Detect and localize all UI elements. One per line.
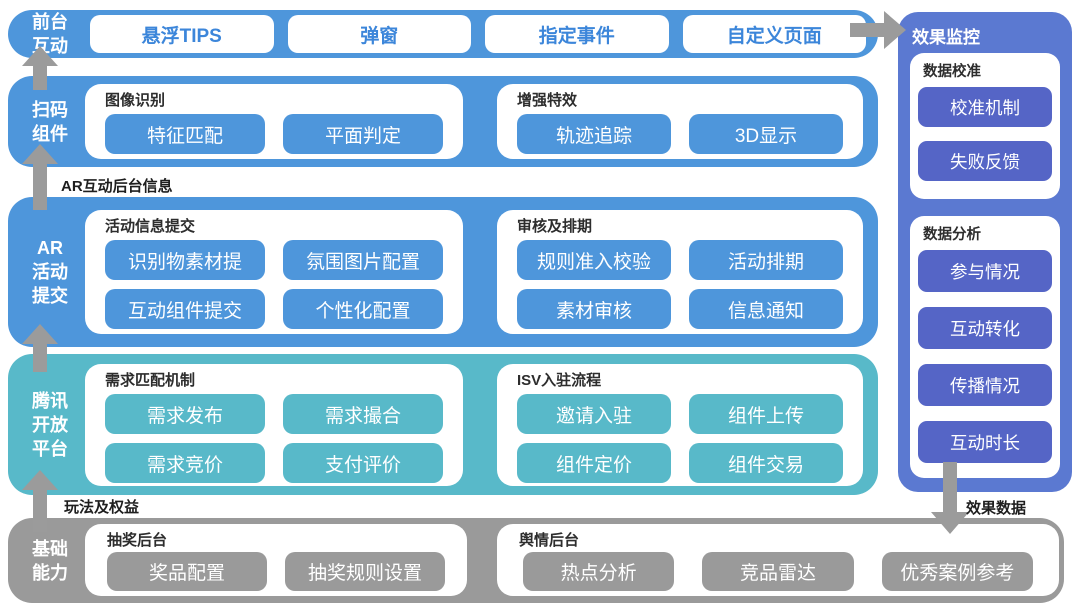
column-effect-monitoring: 效果监控 数据校准 校准机制 失败反馈 数据分析 参与情况 互动转化 传播情况 … [898, 12, 1072, 492]
row-tencent-open-platform: 腾讯 开放 平台 需求匹配机制 需求发布 需求撮合 需求竞价 支付评价 ISV入… [8, 354, 878, 495]
arrow-label-ar-backend-info: AR互动后台信息 [61, 178, 173, 195]
panel-title: 活动信息提交 [105, 218, 196, 235]
node-lottery-rules: 抽奖规则设置 [285, 552, 445, 591]
node-trajectory-tracking: 轨迹追踪 [517, 114, 671, 154]
panel-isv-onboarding: ISV入驻流程 邀请入驻 组件上传 组件定价 组件交易 [497, 364, 863, 486]
node-demand-bidding: 需求竞价 [105, 443, 265, 483]
row-label-scan-component: 扫码 组件 [10, 98, 90, 146]
panel-title: 抽奖后台 [107, 532, 168, 549]
node-interactive-component-submit: 互动组件提交 [105, 289, 265, 329]
pill-grid: 热点分析 竞品雷达 优秀案例参考 [519, 552, 1037, 591]
node-component-pricing: 组件定价 [517, 443, 671, 483]
row-label-line: 活动 [32, 262, 68, 282]
panel-title: 数据分析 [923, 227, 981, 243]
panel-title: 审核及排期 [517, 218, 593, 235]
node-competitor-radar: 竞品雷达 [702, 552, 854, 591]
panel-title: 数据校准 [923, 64, 981, 80]
panel-lottery-backend: 抽奖后台 奖品配置 抽奖规则设置 [85, 524, 467, 596]
node-rule-admission-check: 规则准入校验 [517, 240, 671, 280]
panel-enhanced-effects: 增强特效 轨迹追踪 3D显示 [497, 84, 863, 159]
panel-demand-matching: 需求匹配机制 需求发布 需求撮合 需求竞价 支付评价 [85, 364, 463, 486]
panel-review-scheduling: 审核及排期 规则准入校验 活动排期 素材审核 信息通知 [497, 210, 863, 334]
pill-grid: 奖品配置 抽奖规则设置 [107, 552, 445, 591]
node-payment-evaluation: 支付评价 [283, 443, 443, 483]
node-floating-tips: 悬浮TIPS [90, 15, 274, 53]
node-invite-onboard: 邀请入驻 [517, 394, 671, 434]
node-popup: 弹窗 [287, 15, 471, 53]
row-label-line: 能力 [32, 562, 68, 583]
row-label-line: 互动 [32, 36, 68, 56]
row-label-line: 腾讯 [32, 390, 68, 411]
panel-image-recognition: 图像识别 特征匹配 平面判定 [85, 84, 463, 159]
row-label-basic-capability: 基础 能力 [10, 537, 90, 585]
node-material-review: 素材审核 [517, 289, 671, 329]
row-label-ar-activity-submit: AR 活动 提交 [10, 236, 90, 308]
front-interaction-pills: 悬浮TIPS 弹窗 指定事件 自定义页面 [90, 15, 866, 53]
arrow-label-effect-data: 效果数据 [966, 500, 1027, 517]
node-best-case-reference: 优秀案例参考 [881, 552, 1033, 591]
node-custom-page: 自定义页面 [682, 15, 866, 53]
panel-data-calibration: 数据校准 校准机制 失败反馈 [910, 53, 1060, 199]
panel-title: 舆情后台 [519, 532, 580, 549]
pill-grid: 邀请入驻 组件上传 组件定价 组件交易 [517, 394, 843, 483]
panel-title: 需求匹配机制 [105, 372, 196, 389]
node-demand-matchmaking: 需求撮合 [283, 394, 443, 434]
pill-grid: 特征匹配 平面判定 [105, 114, 443, 154]
row-label-line: 平台 [32, 438, 68, 459]
row-scan-component: 扫码 组件 图像识别 特征匹配 平面判定 增强特效 轨迹追踪 3D显示 [8, 76, 878, 167]
node-spread: 传播情况 [918, 364, 1052, 406]
node-specified-event: 指定事件 [485, 15, 669, 53]
row-label-line: 前台 [32, 12, 68, 32]
node-interaction-conversion: 互动转化 [918, 307, 1052, 349]
row-label-line: 开放 [32, 414, 68, 435]
node-hotspot-analysis: 热点分析 [523, 552, 675, 591]
node-recognition-material: 识别物素材提 [105, 240, 265, 280]
row-label-tencent-open-platform: 腾讯 开放 平台 [10, 389, 90, 461]
node-info-notification: 信息通知 [689, 289, 843, 329]
node-demand-publish: 需求发布 [105, 394, 265, 434]
row-label-line: 组件 [32, 123, 68, 144]
node-participation: 参与情况 [918, 250, 1052, 292]
arrow-label-play-rights: 玩法及权益 [64, 499, 140, 516]
panel-title: 图像识别 [105, 92, 166, 109]
node-personalization-config: 个性化配置 [283, 289, 443, 329]
panel-title: ISV入驻流程 [517, 372, 602, 389]
node-failure-feedback: 失败反馈 [918, 141, 1052, 181]
node-calibration-mechanism: 校准机制 [918, 87, 1052, 127]
row-label-front-interaction: 前台 互动 [10, 10, 90, 58]
pill-grid: 识别物素材提 氛围图片配置 互动组件提交 个性化配置 [105, 240, 443, 329]
row-label-line: AR [37, 238, 63, 258]
row-basic-capability: 基础 能力 抽奖后台 奖品配置 抽奖规则设置 舆情后台 热点分析 竞品雷达 优秀… [8, 518, 1064, 603]
node-prize-config: 奖品配置 [107, 552, 267, 591]
pill-grid: 需求发布 需求撮合 需求竞价 支付评价 [105, 394, 443, 483]
pill-grid: 轨迹追踪 3D显示 [517, 114, 843, 154]
row-label-line: 扫码 [32, 99, 68, 120]
row-ar-activity-submit: AR 活动 提交 活动信息提交 识别物素材提 氛围图片配置 互动组件提交 个性化… [8, 197, 878, 347]
pill-grid: 规则准入校验 活动排期 素材审核 信息通知 [517, 240, 843, 329]
panel-data-analysis: 数据分析 参与情况 互动转化 传播情况 互动时长 [910, 216, 1060, 478]
node-atmosphere-image-config: 氛围图片配置 [283, 240, 443, 280]
node-3d-display: 3D显示 [689, 114, 843, 154]
node-feature-matching: 特征匹配 [105, 114, 265, 154]
panel-activity-info-submit: 活动信息提交 识别物素材提 氛围图片配置 互动组件提交 个性化配置 [85, 210, 463, 334]
node-component-trading: 组件交易 [689, 443, 843, 483]
node-activity-scheduling: 活动排期 [689, 240, 843, 280]
panel-sentiment-backend: 舆情后台 热点分析 竞品雷达 优秀案例参考 [497, 524, 1059, 596]
panel-title: 增强特效 [517, 92, 578, 109]
row-label-line: 基础 [32, 538, 68, 559]
node-plane-detection: 平面判定 [283, 114, 443, 154]
effect-monitoring-title: 效果监控 [912, 28, 980, 47]
row-front-interaction: 前台 互动 悬浮TIPS 弹窗 指定事件 自定义页面 [8, 10, 878, 58]
node-component-upload: 组件上传 [689, 394, 843, 434]
node-interaction-duration: 互动时长 [918, 421, 1052, 463]
row-label-line: 提交 [32, 286, 68, 306]
